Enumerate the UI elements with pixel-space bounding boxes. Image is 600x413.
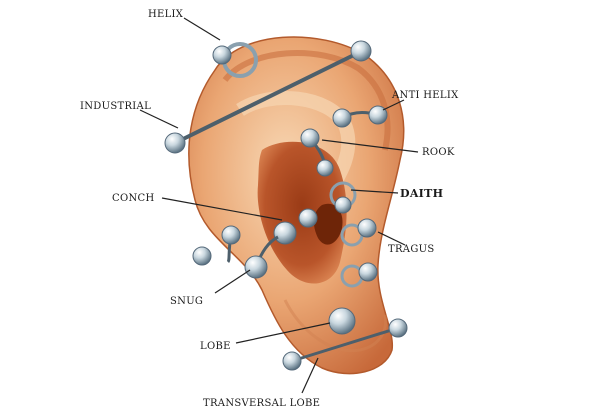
conch-ball-front	[273, 221, 297, 245]
label-snug: SNUG	[170, 296, 203, 307]
snug-ball-top	[221, 225, 241, 245]
leader-snug	[214, 269, 251, 294]
industrial-bar	[174, 50, 361, 145]
antitragus-ball	[358, 262, 378, 282]
ear-lobe-shade	[283, 299, 388, 353]
label-helix: HELIX	[148, 9, 184, 20]
tragus-ball	[357, 218, 377, 238]
leader-lines	[139, 17, 419, 394]
label-anti-helix: ANTI HELIX	[391, 90, 459, 101]
label-transversal-lobe: TRANSVERSAL LOBE	[203, 398, 320, 409]
transversal-lobe-ball-left	[282, 351, 302, 371]
label-conch: CONCH	[112, 193, 154, 204]
label-daith: DAITH	[400, 187, 443, 200]
label-industrial: INDUSTRIAL	[80, 101, 151, 112]
leader-lobe	[235, 322, 331, 344]
antihelix-ball-left	[332, 108, 352, 128]
transversal-lobe-bar	[291, 326, 399, 363]
label-lobe: LOBE	[200, 341, 231, 352]
leader-daith	[350, 189, 399, 194]
conch-ball-back	[298, 208, 318, 228]
label-tragus: TRAGUS	[388, 244, 435, 255]
leader-conch	[161, 197, 283, 221]
helix-ball	[212, 45, 232, 65]
rook-ball-bottom	[316, 159, 334, 177]
antihelix-ball-right	[368, 105, 388, 125]
industrial-ball-right	[350, 40, 372, 62]
leader-anti-helix	[382, 99, 405, 111]
daith-ball	[334, 196, 352, 214]
lobe-ball	[328, 307, 356, 335]
rook-ball-top	[300, 128, 320, 148]
leader-tragus	[377, 231, 406, 246]
leader-industrial	[139, 109, 179, 129]
labels: HELIX INDUSTRIAL ANTI HELIX ROOK DAITH C…	[80, 9, 459, 409]
ear-canal	[313, 203, 343, 245]
industrial-ball-left	[164, 132, 186, 154]
leader-rook	[321, 139, 419, 153]
label-rook: ROOK	[422, 147, 455, 158]
snug-ball-main	[244, 255, 268, 279]
ear-illustration	[188, 36, 405, 375]
transversal-lobe-ball-right	[388, 318, 408, 338]
leader-transversal-lobe	[301, 357, 319, 394]
jewelry	[164, 40, 408, 371]
snug-ball-left	[192, 246, 212, 266]
leader-helix	[183, 17, 221, 41]
